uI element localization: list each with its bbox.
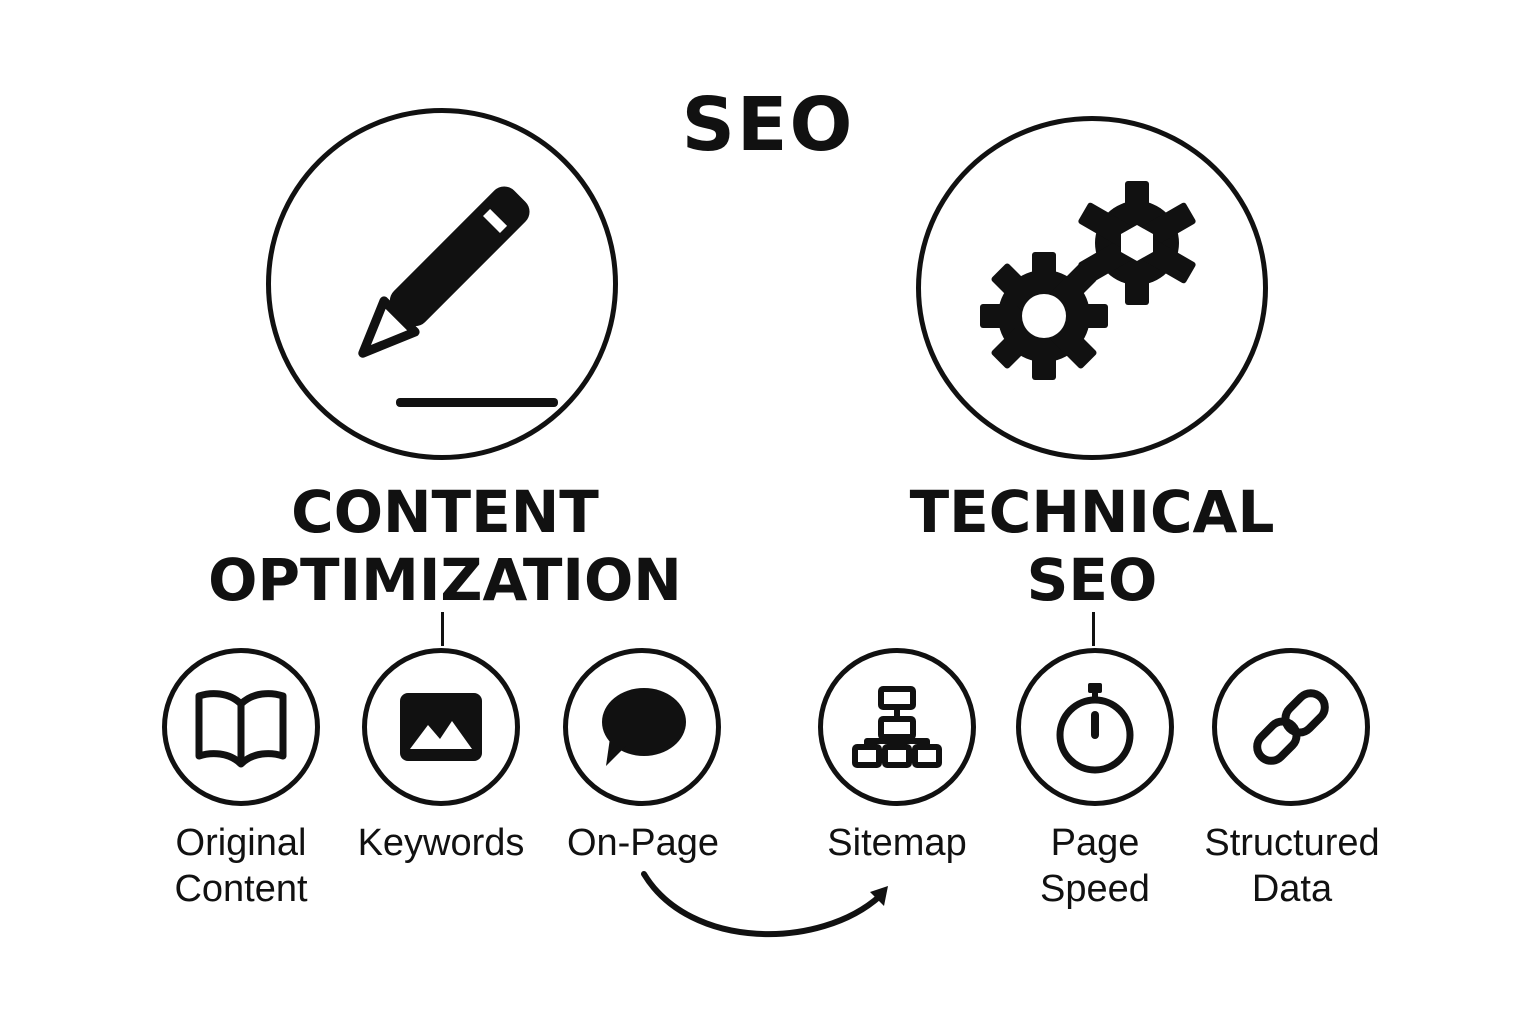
structured-data-label-line1: Structured: [1204, 822, 1380, 864]
technical-seo-label: TECHNICAL SEO: [842, 478, 1342, 614]
pencil-icon: [358, 186, 558, 407]
original-content-label: Original Content: [126, 820, 356, 912]
content-label-line2: OPTIMIZATION: [208, 546, 682, 614]
sitemap-circle: [818, 648, 976, 806]
page-speed-label-line1: Page: [1050, 822, 1140, 864]
keywords-circle: [362, 648, 520, 806]
diagram-title: SEO: [681, 82, 855, 168]
sitemap-label: Sitemap: [782, 820, 1012, 866]
book-icon: [195, 690, 287, 768]
original-content-label-line2: Content: [174, 868, 308, 910]
on-page-label-line1: On-Page: [566, 822, 720, 864]
content-label-line1: CONTENT: [291, 478, 599, 546]
stopwatch-icon: [1056, 683, 1134, 774]
on-page-circle: [563, 648, 721, 806]
content-optimization-label: CONTENT OPTIMIZATION: [190, 478, 700, 614]
structured-data-label: Structured Data: [1172, 820, 1412, 912]
technical-seo-circle: [916, 116, 1268, 460]
sitemap-icon: [852, 686, 942, 768]
technical-connector-line: [1092, 612, 1095, 646]
keywords-label: Keywords: [326, 820, 556, 866]
gears-icon: [980, 181, 1196, 380]
structured-data-circle: [1212, 648, 1370, 806]
technical-label-line1: TECHNICAL: [909, 478, 1275, 546]
technical-label-line2: SEO: [1026, 546, 1158, 614]
arrowhead: [870, 886, 888, 906]
on-page-label: On-Page: [528, 820, 758, 866]
speech-bubble-icon: [602, 688, 686, 766]
link-icon: [1253, 689, 1329, 765]
structured-data-label-line2: Data: [1251, 868, 1333, 910]
image-icon: [400, 693, 482, 761]
curved-arrow: [641, 871, 888, 938]
sitemap-label-line1: Sitemap: [827, 822, 967, 864]
keywords-label-line1: Keywords: [357, 822, 525, 864]
page-speed-circle: [1016, 648, 1174, 806]
page-speed-label: Page Speed: [980, 820, 1210, 912]
content-optimization-circle: [266, 108, 618, 460]
content-connector-line: [441, 612, 444, 646]
original-content-label-line1: Original: [175, 822, 307, 864]
original-content-circle: [162, 648, 320, 806]
page-speed-label-line2: Speed: [1040, 868, 1150, 910]
